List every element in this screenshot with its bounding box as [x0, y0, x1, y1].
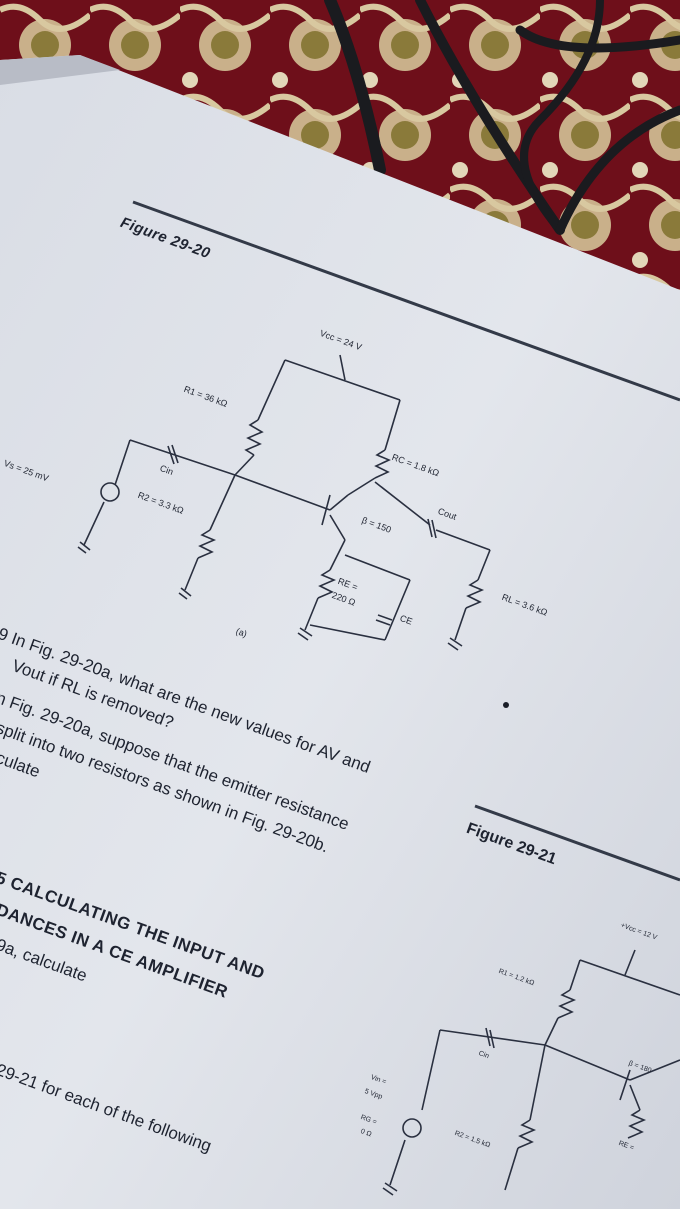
fig20-r2-label: R2 = 3.3 kΩ: [136, 490, 186, 516]
fig20-vs-label: Vs = 25 mV: [2, 458, 50, 484]
circuit-29-20: [77, 354, 491, 651]
page-shadow: [0, 55, 120, 85]
fig20-rl-label: RL = 3.6 kΩ: [500, 592, 549, 618]
fig21-rg-label: RG =: [359, 1114, 378, 1127]
fig21-rg-value: 0 Ω: [359, 1128, 373, 1139]
rule-fig21: [474, 804, 680, 882]
fig20-rc-label: RC = 1.8 kΩ: [390, 452, 441, 479]
fig21-r1-label: R1 = 1.2 kΩ: [497, 968, 536, 988]
rule-top: [132, 200, 680, 402]
fig20-re-value: 220 Ω: [330, 590, 357, 608]
fig21-cin-label: Cin: [477, 1050, 490, 1061]
fig21-re-label: RE =: [617, 1140, 635, 1152]
fig21-beta-label: β = 180: [627, 1060, 653, 1075]
fig20-r1-label: R1 = 36 kΩ: [182, 384, 229, 409]
book-page: [0, 55, 680, 1209]
figure-29-20-caption: Figure 29-20: [118, 214, 213, 263]
circuit-29-21: [382, 949, 680, 1196]
fig20-ce-label: CE: [398, 613, 414, 627]
cables: [324, 0, 680, 235]
fig20-vcc-label: Vcc = 24 V: [318, 328, 364, 353]
problem-line-3: n Fig. 29-20a, suppose that the emitter …: [0, 688, 352, 834]
fig20-beta-label: β = 150: [360, 515, 393, 535]
fig20-sub-label: (a): [234, 626, 249, 640]
fig20-cout-label: Cout: [436, 506, 458, 522]
fig21-vin-value: 5 Vpp: [363, 1088, 384, 1101]
section-line-4: 29-21 for each of the following: [0, 1060, 215, 1156]
fig20-re-label: RE =: [336, 576, 360, 593]
page-dot: [503, 702, 509, 708]
fig20-cin-label: Cin: [158, 463, 175, 478]
fig21-vcc-label: +Vcc = 12 V: [619, 922, 658, 942]
fig21-vin-label: Vin =: [369, 1074, 388, 1087]
figure-29-21-caption: Figure 29-21: [464, 820, 559, 869]
fig21-r2-label: R2 = 1.5 kΩ: [453, 1130, 492, 1150]
problem-line-5: culate: [0, 748, 43, 782]
